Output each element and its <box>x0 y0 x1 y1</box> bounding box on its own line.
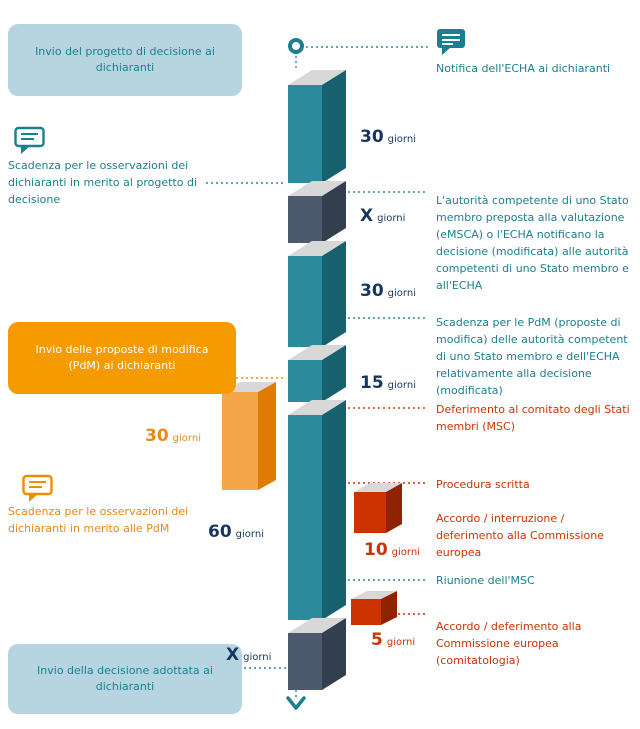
callout-pdm-sent: Invio delle proposte di modifica (PdM) a… <box>8 322 236 394</box>
duration-unit: giorni <box>391 547 420 558</box>
segment-60-days <box>288 400 346 620</box>
segment-30-days-pdm-deadline <box>288 241 346 347</box>
duration-unit: giorni <box>387 288 416 299</box>
timeline-start-marker <box>288 38 304 54</box>
duration-unit: giorni <box>377 213 406 224</box>
timeline-column <box>288 70 346 690</box>
duration-value: 15 <box>360 373 384 393</box>
duration-unit: giorni <box>243 652 272 663</box>
note-competent-authority: L'autorità competente di uno Stato membr… <box>436 194 629 293</box>
duration-30-days-2: 30 giorni <box>360 281 416 301</box>
duration-15-days: 15 giorni <box>360 373 416 393</box>
note-msc-meeting: Riunione dell'MSC <box>436 574 535 587</box>
chat-comments-icon-draft <box>14 126 50 160</box>
callout-adopted-decision: Invio della decisione adottata ai dichia… <box>8 644 242 714</box>
duration-value: 5 <box>371 630 383 650</box>
written-procedure-cube <box>354 483 402 533</box>
duration-60-days: 60 giorni <box>208 522 264 542</box>
note-observations-draft: Scadenza per le osservazioni dei dichiar… <box>8 159 198 207</box>
note-msc-referral: Deferimento al comitato degli Stati memb… <box>436 403 630 434</box>
duration-value: 30 <box>145 426 169 446</box>
chat-comments-icon-pdm <box>22 474 58 508</box>
segment-x-days-adopted <box>288 618 346 690</box>
timeline-end-arrow-icon <box>286 696 306 710</box>
duration-value: 10 <box>364 540 388 560</box>
chat-notification-icon <box>436 28 470 60</box>
duration-30-days-1: 30 giorni <box>360 127 416 147</box>
duration-5-days: 5 giorni <box>371 630 415 650</box>
duration-value: 60 <box>208 522 232 542</box>
note-agreement-5: Accordo / deferimento alla Commissione e… <box>436 620 582 668</box>
callout-draft-decision: Invio del progetto di decisione ai dichi… <box>8 24 242 96</box>
segment-x-days-emsca <box>288 181 346 243</box>
note-written-procedure: Procedura scritta <box>436 478 530 491</box>
duration-value: X <box>360 206 374 226</box>
msc-meeting-cube <box>351 591 397 625</box>
note-echa-notification: Notifica dell'ECHA ai dichiaranti <box>436 62 611 75</box>
duration-value: 30 <box>360 281 384 301</box>
segment-30-days-notification <box>288 70 346 183</box>
duration-value: X <box>226 645 240 665</box>
duration-30-days-pdm: 30 giorni <box>145 426 201 446</box>
note-pdm-deadline: Scadenza per le PdM (proposte di modific… <box>436 316 628 398</box>
duration-unit: giorni <box>386 637 416 648</box>
duration-x-days-2: X giorni <box>226 645 271 665</box>
duration-value: 30 <box>360 127 384 147</box>
note-agreement-10: Accordo / interruzione / deferimento all… <box>436 512 604 560</box>
duration-x-days-1: X giorni <box>360 206 405 226</box>
pdm-observation-column <box>222 382 276 490</box>
duration-unit: giorni <box>172 433 201 444</box>
duration-10-days: 10 giorni <box>364 540 420 560</box>
duration-unit: giorni <box>387 380 416 391</box>
duration-unit: giorni <box>387 134 416 145</box>
duration-unit: giorni <box>235 529 264 540</box>
segment-15-days-referral <box>288 345 346 402</box>
note-observations-pdm: Scadenza per le osservazioni dei dichiar… <box>8 505 189 536</box>
